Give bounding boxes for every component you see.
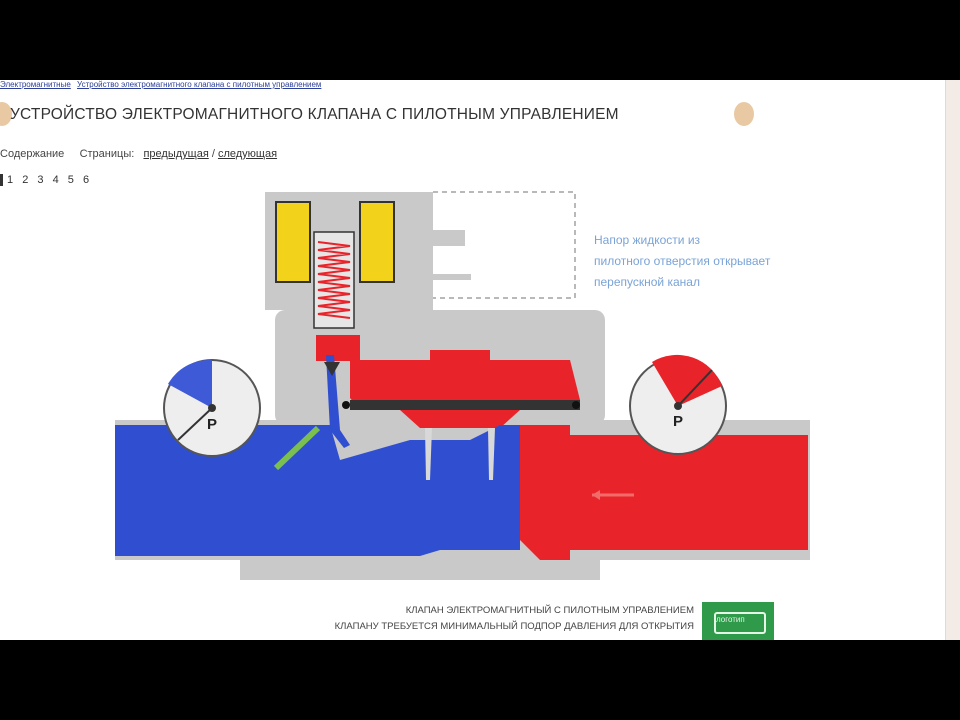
banner-line: КЛАПАН ЭЛЕКТРОМАГНИТНЫЙ С ПИЛОТНЫМ УПРАВ… — [405, 605, 694, 616]
title-cap-right — [734, 102, 754, 126]
pilot-channel-low — [326, 355, 350, 448]
diaphragm-pin-right — [572, 401, 580, 409]
breadcrumb: Электромагнитные Устройство электромагни… — [0, 80, 480, 90]
pressure-gauge-inlet: P — [163, 359, 261, 457]
outlet-chamber-high — [520, 425, 808, 560]
pilot-chamber — [316, 335, 360, 361]
page-number-link[interactable]: 3 — [37, 174, 44, 186]
flow-arrow-red-head — [592, 490, 600, 500]
caption-line: Напор жидкости из — [594, 233, 701, 247]
diaphragm-pin-left — [342, 401, 350, 409]
contents-link[interactable]: Содержание — [0, 148, 65, 160]
pages-label: Страницы: — [79, 148, 135, 160]
scrollbar-edge[interactable] — [945, 80, 960, 640]
logo-text: логотип — [716, 615, 745, 624]
caption-line: пилотного отверстия открывает — [594, 254, 771, 268]
prev-page-link[interactable]: предыдущая — [143, 148, 209, 160]
page-frame: Электромагнитные Устройство электромагни… — [0, 80, 960, 640]
page-number-link[interactable]: 2 — [22, 174, 29, 186]
page-number-link[interactable]: 4 — [52, 174, 59, 186]
pressure-gauge-outlet: P — [629, 354, 727, 455]
diaphragm — [350, 400, 580, 410]
coil-right — [359, 201, 395, 283]
info-banner: КЛАПАН ЭЛЕКТРОМАГНИТНЫЙ С ПИЛОТНЫМ УПРАВ… — [280, 602, 700, 638]
animation-caption: Напор жидкости из пилотного отверстия от… — [594, 230, 778, 293]
logo-icon — [714, 612, 766, 634]
breadcrumb-item[interactable]: Электромагнитные — [0, 80, 71, 89]
page-number-link[interactable]: 1 — [0, 174, 13, 186]
housing-outline — [433, 191, 576, 299]
valve-diagram: P P — [115, 191, 810, 580]
spring — [317, 241, 351, 319]
page-nav: Содержание Страницы: предыдущая / следую… — [0, 148, 277, 160]
gauge-symbol: P — [207, 416, 217, 433]
nav-separator: / — [211, 148, 215, 160]
coil-left — [275, 201, 311, 283]
guide-finger — [425, 428, 432, 480]
title-bar: УСТРОЙСТВО ЭЛЕКТРОМАГНИТНОГО КЛАПАНА С П… — [0, 98, 760, 130]
page-number-link[interactable]: 5 — [67, 174, 74, 186]
page-number-link[interactable]: 6 — [82, 174, 90, 186]
gauge-symbol: P — [673, 413, 683, 430]
inlet-chamber-low — [115, 425, 520, 556]
brand-logo[interactable]: логотип — [702, 602, 774, 640]
title-cap-left — [0, 102, 12, 126]
page-numbers: 1 2 3 4 5 6 — [0, 174, 95, 186]
pilot-seat — [324, 362, 340, 376]
next-page-link[interactable]: следующая — [217, 148, 278, 160]
guide-finger — [488, 428, 495, 480]
breadcrumb-item[interactable]: Устройство электромагнитного клапана с п… — [77, 80, 322, 89]
flow-arrow-green — [273, 425, 321, 471]
caption-line: перепускной канал — [594, 275, 700, 289]
page-title: УСТРОЙСТВО ЭЛЕКТРОМАГНИТНОГО КЛАПАНА С П… — [10, 106, 619, 123]
banner-line: КЛАПАНУ ТРЕБУЕТСЯ МИНИМАЛЬНЫЙ ПОДПОР ДАВ… — [334, 621, 694, 632]
